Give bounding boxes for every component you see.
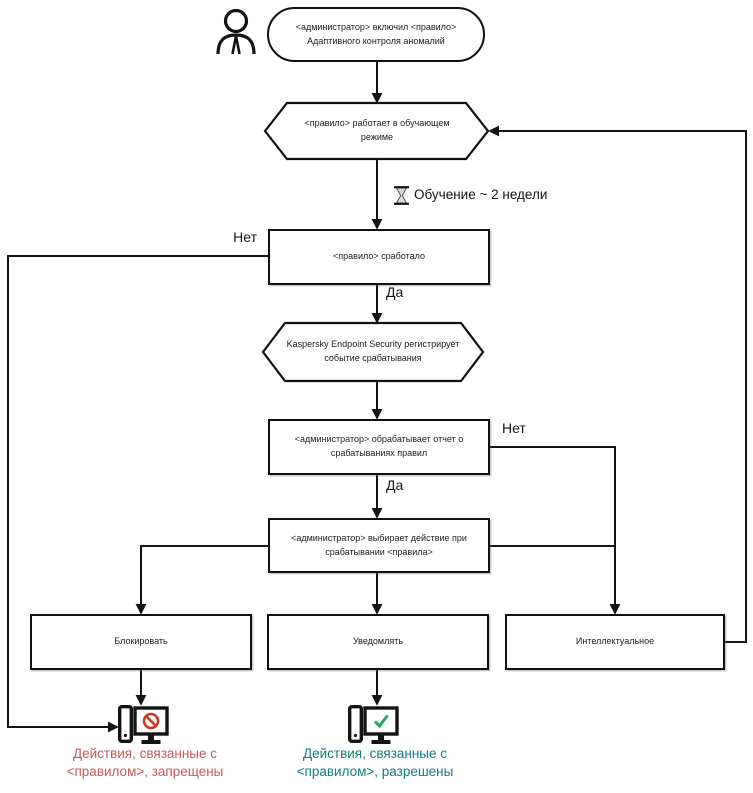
node-start-line2: Адаптивного контроля аномалий xyxy=(307,35,445,46)
edge-label-yes-2: Да xyxy=(386,477,404,493)
outcome-allowed-line2: <правилом>, разрешены xyxy=(296,764,454,780)
node-learning-mode: <правило> работает в обучающем режиме xyxy=(283,103,471,159)
node-registers-event: Kaspersky Endpoint Security регистрирует… xyxy=(270,323,476,381)
node-chooses-action: <администратор> выбирает действие при ср… xyxy=(268,518,490,573)
pc-allowed-icon xyxy=(348,705,399,744)
node-rule-triggered-label: <правило> сработало xyxy=(333,251,425,262)
node-processes-report: <администратор> обрабатывает отчет о сра… xyxy=(268,419,490,475)
check-symbol xyxy=(373,714,389,729)
person-icon xyxy=(216,8,256,55)
prohibit-symbol xyxy=(142,712,160,730)
node-choose-line1: <администратор> выбирает действие при xyxy=(291,532,467,543)
node-registers-line2: событие срабатывания xyxy=(324,353,422,363)
node-notify-label: Уведомлять xyxy=(352,636,404,647)
outcome-blocked-line2: <правилом>, запрещены xyxy=(66,764,224,780)
edge-label-yes-1: Да xyxy=(386,284,404,300)
node-report-line1: <администратор> обрабатывает отчет о xyxy=(294,434,464,445)
node-rule-triggered: <правило> сработало xyxy=(268,229,490,285)
hourglass-icon xyxy=(394,186,409,205)
hexagon-registers-event xyxy=(261,321,485,383)
pc-blocked-icon xyxy=(118,705,169,744)
outcome-allowed-line1: Действия, связанные с xyxy=(302,746,448,761)
edge-label-no-1: Нет xyxy=(233,229,257,245)
edge-choose-to-block xyxy=(135,545,268,615)
node-smart-label: Интеллектуальное xyxy=(575,636,655,647)
node-registers-line1: Kaspersky Endpoint Security регистрирует xyxy=(286,339,460,350)
edge-smart-feedback-loop xyxy=(488,125,747,643)
outcome-blocked: Действия, связанные с <правилом>, запрещ… xyxy=(39,745,251,781)
node-start: <администратор> включил <правило> Адапти… xyxy=(267,7,485,62)
node-block-label: Блокировать xyxy=(114,636,168,647)
edge-label-no-2: Нет xyxy=(502,420,526,436)
edge-no-to-blocked-outcome xyxy=(7,255,268,733)
node-report-line2: срабатываниях правил xyxy=(330,448,428,458)
node-notify: Уведомлять xyxy=(267,614,489,670)
node-smart: Интеллектуальное xyxy=(505,614,725,670)
outcome-blocked-line1: Действия, связанные с xyxy=(72,746,218,761)
training-duration-label: Обучение ~ 2 недели xyxy=(414,187,548,202)
node-choose-line2: срабатывании <правила> xyxy=(325,546,433,557)
hexagon-learning-mode xyxy=(263,101,490,161)
node-block: Блокировать xyxy=(30,614,252,670)
node-learning-line2: режиме xyxy=(360,132,394,142)
edge-no-to-smart xyxy=(490,446,621,615)
node-learning-line1: <правило> работает в обучающем xyxy=(304,118,450,129)
node-start-line1: <администратор> включил <правило> xyxy=(295,21,457,32)
outcome-allowed: Действия, связанные с <правилом>, разреш… xyxy=(269,745,481,781)
